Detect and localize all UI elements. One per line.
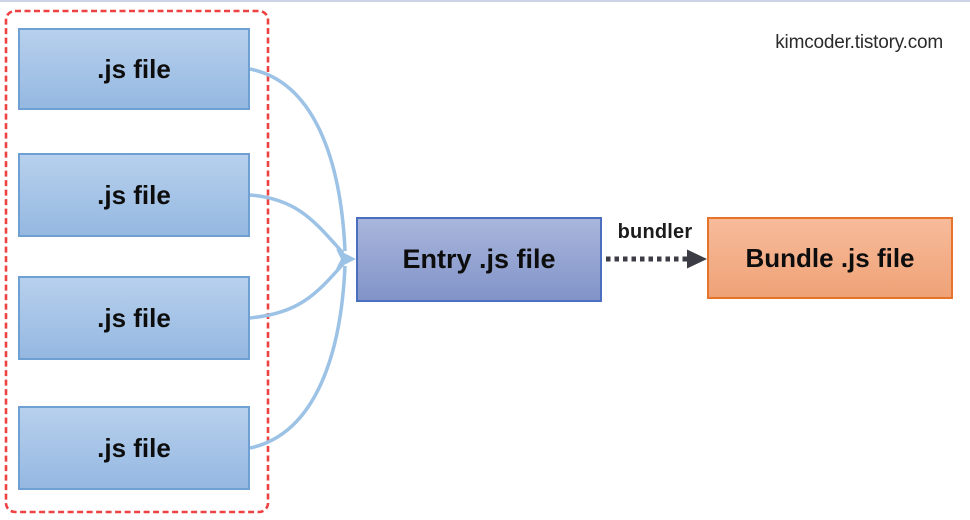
entry-js-file-box: Entry .js file: [356, 217, 602, 302]
dependency-curve-1: [249, 67, 347, 252]
source-files-group-border: [4, 9, 270, 514]
source-js-file-box-4: .js file: [18, 406, 250, 490]
dependency-curve-2: [249, 193, 345, 255]
bundle-js-file-label: Bundle .js file: [745, 242, 915, 273]
bundler-arrowhead-icon: [687, 249, 707, 269]
source-js-file-box-3: .js file: [18, 276, 250, 360]
source-js-file-box-2: .js file: [18, 153, 250, 237]
source-js-file-box-1: .js file: [18, 28, 250, 110]
bundle-js-file-box: Bundle .js file: [707, 217, 953, 299]
bundler-label: bundler: [617, 221, 693, 243]
dependency-arrowhead-icon: [336, 249, 356, 269]
entry-js-file-label: Entry .js file: [402, 244, 556, 274]
dependency-curve-4: [249, 265, 347, 450]
source-js-file-label: .js file: [97, 53, 171, 84]
watermark: kimcoder.tistory.com: [775, 32, 943, 53]
source-js-file-label: .js file: [97, 302, 171, 333]
top-edge-line: [0, 0, 970, 2]
source-js-file-label: .js file: [97, 432, 171, 463]
dependency-curve-3: [249, 262, 345, 320]
source-js-file-label: .js file: [97, 179, 171, 210]
